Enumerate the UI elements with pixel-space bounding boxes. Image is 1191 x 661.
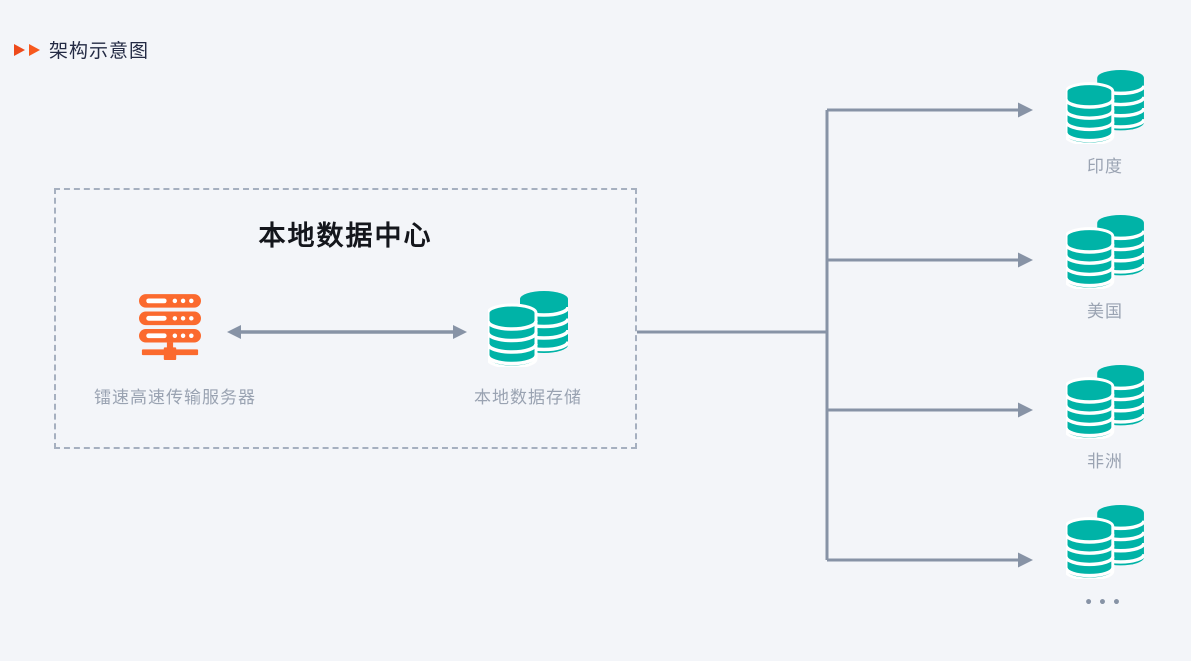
title-arrow-icon: [29, 43, 40, 56]
transfer-server-label: 镭速高速传输服务器: [94, 388, 256, 408]
local-storage-label: 本地数据存储: [474, 388, 582, 408]
remote-site-label: 美国: [1087, 302, 1123, 322]
database-icon: [1065, 365, 1145, 439]
page-title: 架构示意图: [49, 40, 150, 62]
database-icon: [488, 291, 568, 367]
database-icon: [1065, 70, 1145, 144]
arrowhead-icon: [1018, 402, 1033, 418]
server-icon: [139, 294, 201, 360]
arrowhead-icon: [1018, 252, 1033, 268]
arrowhead-icon: [1018, 102, 1033, 118]
diagram-header: 架构示意图: [14, 36, 149, 63]
arrowhead-icon: [1018, 552, 1033, 568]
title-arrow-icon: [14, 43, 25, 56]
remote-site-label: 印度: [1087, 157, 1123, 177]
database-icon: [1065, 215, 1145, 289]
database-icon: [1065, 505, 1145, 579]
datacenter-title: 本地数据中心: [258, 221, 433, 252]
more-sites-dots: •••: [1084, 595, 1126, 611]
local-datacenter-box: [54, 188, 637, 449]
remote-site-label: 非洲: [1087, 452, 1123, 472]
